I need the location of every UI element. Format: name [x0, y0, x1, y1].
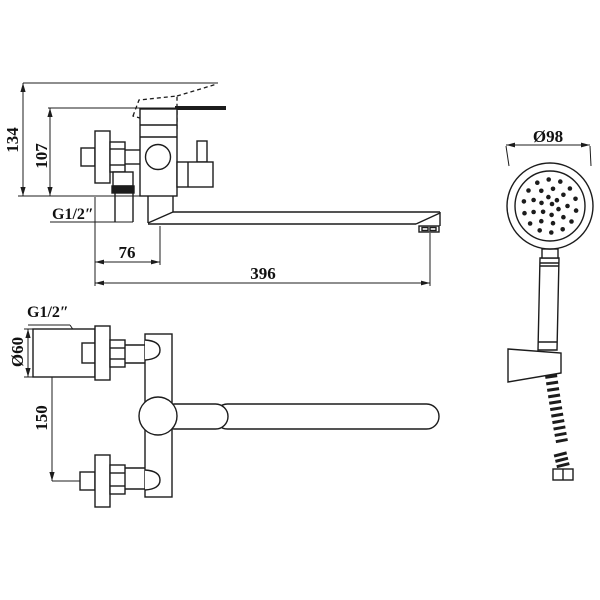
- dim-label-head-dia: Ø98: [533, 127, 563, 146]
- aerator: [418, 225, 440, 233]
- shower-holder: [507, 348, 562, 383]
- spout-tube-plan: [214, 403, 440, 430]
- dim-label-escutcheon-dia: Ø60: [8, 337, 27, 367]
- hand-shower-view: Ø98: [505, 127, 594, 481]
- shower-outlet: [112, 171, 134, 187]
- dim-label-total-height: 134: [3, 127, 22, 153]
- aerator-notch: [421, 226, 429, 232]
- escutcheon: [94, 130, 111, 184]
- arrow: [95, 280, 104, 286]
- plan-view: G1/2″ Ø60 150: [8, 304, 440, 508]
- diverter-knob: [176, 161, 214, 188]
- arrow: [20, 83, 26, 92]
- arrow: [151, 259, 160, 265]
- arrow: [49, 472, 55, 481]
- pipe-cap-bottom: [144, 469, 161, 491]
- shower-head-face: [514, 170, 586, 242]
- spray-nozzles: [521, 177, 579, 235]
- outlet-seal: [111, 185, 135, 194]
- arrow: [421, 280, 430, 286]
- ext-tick: [505, 145, 510, 167]
- eccentric-bottom: [79, 471, 96, 491]
- ext-tick: [589, 145, 592, 167]
- eccentric-union: [80, 147, 96, 167]
- shower-handle: [537, 257, 560, 351]
- aerator-notch: [429, 226, 437, 232]
- dim-label-body-height: 107: [32, 143, 51, 169]
- pivot-circle: [138, 396, 178, 436]
- arrow: [25, 329, 31, 338]
- shower-neck: [541, 248, 559, 259]
- side-view: 134 107 G1/2″ 76 396: [3, 82, 441, 286]
- joint-circle: [144, 143, 172, 171]
- spout-tip-chamfer: [415, 212, 441, 225]
- eccentric-top: [81, 342, 96, 364]
- hex-nut: [109, 141, 126, 173]
- hex-nut-bottom: [109, 464, 126, 495]
- hex-nut-top: [109, 339, 126, 368]
- hose-end-fitting: [553, 451, 571, 471]
- spout-chamfer: [147, 211, 174, 224]
- arrow: [506, 142, 515, 148]
- dim-label-thread-side: G1/2″: [52, 206, 94, 223]
- arrow: [95, 259, 104, 265]
- arrow: [25, 368, 31, 377]
- arrow: [20, 187, 26, 196]
- diverter-stem: [196, 140, 208, 163]
- wall-flange-top: [94, 325, 111, 381]
- arrow: [47, 108, 53, 117]
- arrow: [47, 187, 53, 196]
- dim-label-spout-reach: 396: [250, 264, 276, 283]
- pipe-cap-top: [144, 339, 161, 361]
- dim-label-inlet-spacing: 150: [32, 405, 51, 431]
- arrow: [581, 142, 590, 148]
- dim-label-thread-plan: G1/2″: [27, 304, 69, 321]
- dim-label-wall-to-pivot: 76: [119, 243, 136, 262]
- wall-flange-bottom: [94, 454, 111, 508]
- shower-hose: [545, 374, 568, 444]
